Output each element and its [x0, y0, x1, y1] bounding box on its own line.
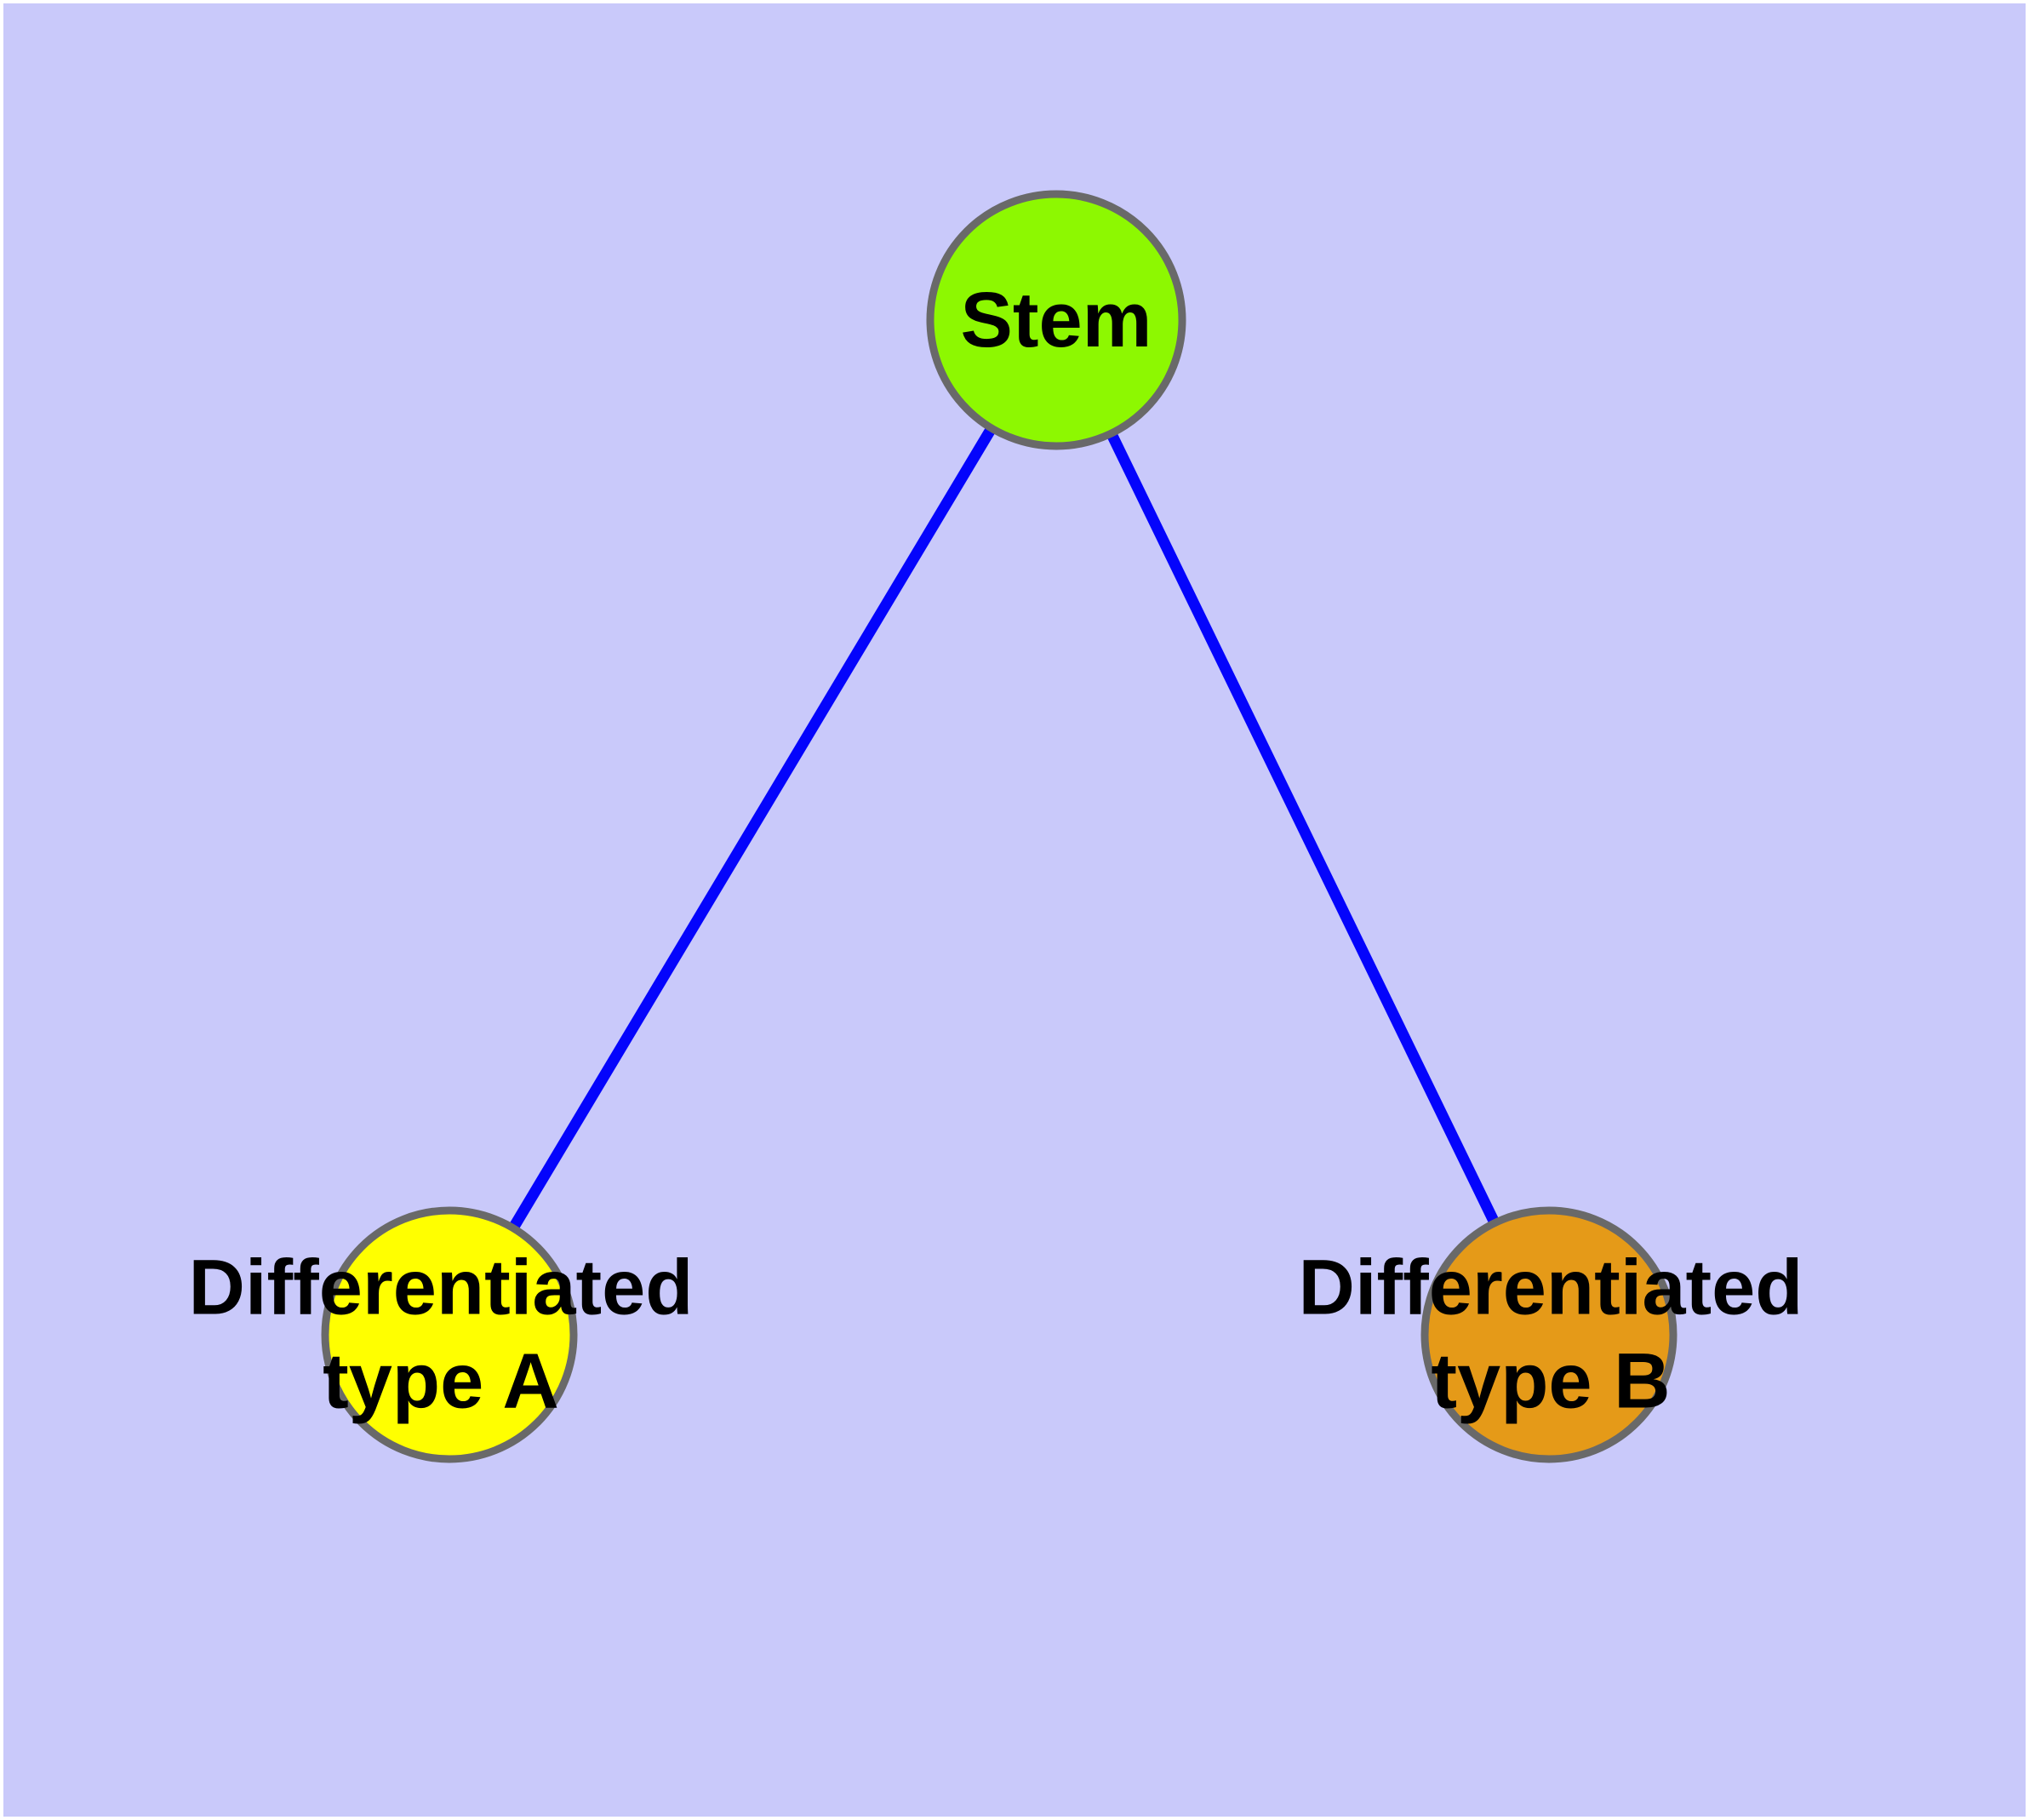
node-type-a [321, 1206, 578, 1463]
node-type-a-label: Differentiated type A [188, 1244, 694, 1425]
edge-stem-to-type-b [1051, 318, 1554, 1337]
node-type-b [1420, 1206, 1677, 1463]
node-stem [926, 190, 1186, 450]
node-type-b-label: Differentiated type B [1298, 1244, 1803, 1425]
edge-stem-to-type-a [444, 317, 1061, 1338]
node-stem-label: Stem [960, 276, 1152, 363]
